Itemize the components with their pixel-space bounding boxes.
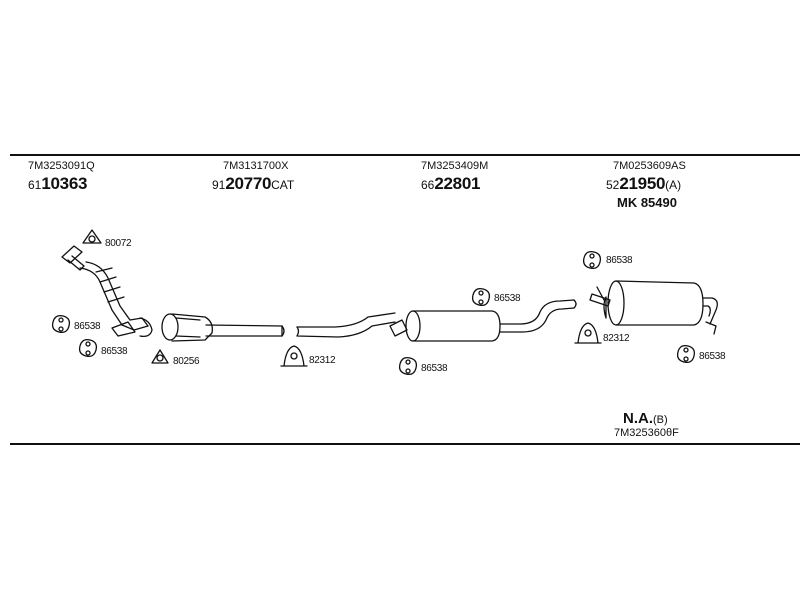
group-1-code: 6110363 bbox=[28, 175, 87, 194]
part-label-82312-b: 82312 bbox=[603, 333, 630, 344]
group-4-code-prefix: 52 bbox=[606, 178, 620, 192]
middle-silencer-front-icon bbox=[405, 310, 421, 342]
catalyst-outlet-pipe-icon bbox=[205, 324, 283, 337]
intermediate-pipe-icon bbox=[296, 321, 396, 338]
gasket-triangle-icon-2 bbox=[151, 349, 169, 364]
rubber-mount-icon-c bbox=[471, 287, 491, 307]
gasket-triangle-icon bbox=[82, 229, 102, 244]
mk-label: MK 85490 bbox=[617, 195, 677, 210]
clamp-arc-hole-icon-b bbox=[584, 329, 592, 337]
na-main: N.A. bbox=[623, 410, 653, 427]
rear-silencer-front-icon bbox=[607, 280, 625, 326]
flex-section-icon bbox=[95, 267, 125, 303]
top-divider bbox=[10, 154, 800, 156]
part-label-86538-a: 86538 bbox=[74, 321, 101, 332]
intermediate-pipe-upper-icon bbox=[296, 312, 396, 328]
part-label-86538-f: 86538 bbox=[699, 351, 726, 362]
clamp-arc-hole-icon-a bbox=[290, 352, 298, 360]
group-4-ref: 7M0253609AS bbox=[613, 160, 686, 172]
gasket-hole-icon bbox=[88, 235, 96, 243]
group-3-ref: 7M3253409M bbox=[421, 160, 489, 172]
rear-tail-end-icon bbox=[705, 321, 717, 335]
part-label-86538-c: 86538 bbox=[494, 293, 521, 304]
rear-tail-pipe-icon bbox=[702, 297, 718, 325]
rear-silencer-body-icon bbox=[615, 280, 704, 326]
part-label-86538-e: 86538 bbox=[606, 255, 633, 266]
rubber-mount-icon-a bbox=[51, 314, 71, 334]
group-2-code-prefix: 91 bbox=[212, 178, 226, 192]
tail-pipe-middle-icon bbox=[499, 299, 575, 325]
group-2-code: 9120770CAT bbox=[212, 175, 294, 194]
tail-pipe-middle-lower-icon bbox=[499, 307, 575, 333]
group-4-code-suffix: (A) bbox=[665, 178, 682, 192]
group-4-code: 5221950(A) bbox=[606, 175, 681, 194]
tail-pipe-middle-end-icon bbox=[573, 299, 577, 309]
part-label-80072: 80072 bbox=[105, 238, 132, 249]
group-2-code-suffix: CAT bbox=[271, 178, 295, 192]
bottom-divider bbox=[10, 443, 800, 445]
hanger-bracket-icon bbox=[111, 321, 136, 337]
catalyst-inlet-icon bbox=[161, 313, 179, 341]
group-4-code-main: 21950 bbox=[619, 174, 666, 193]
group-2-ref: 7M3131700X bbox=[223, 160, 289, 172]
na-ref: 7M325360θF bbox=[614, 427, 679, 439]
group-1-code-main: 10363 bbox=[41, 174, 88, 193]
part-label-86538-b: 86538 bbox=[101, 346, 128, 357]
rear-inlet-icon bbox=[603, 296, 607, 319]
rear-tail-pipe-inner-icon bbox=[702, 305, 711, 317]
group-1-ref: 7M3253091Q bbox=[28, 160, 95, 172]
group-3-code: 6622801 bbox=[421, 175, 480, 194]
clamp-arc-icon-b bbox=[574, 322, 602, 344]
clamp-arc-icon-a bbox=[280, 345, 308, 367]
group-3-code-main: 22801 bbox=[434, 174, 481, 193]
part-label-82312-a: 82312 bbox=[309, 355, 336, 366]
rubber-mount-icon-d bbox=[398, 356, 418, 376]
front-pipe-flange-icon bbox=[139, 317, 153, 338]
front-flange-icon bbox=[61, 245, 83, 264]
part-label-86538-d: 86538 bbox=[421, 363, 448, 374]
group-1-code-prefix: 61 bbox=[28, 178, 42, 192]
rubber-mount-icon-f bbox=[676, 344, 696, 364]
gasket-hole-icon-2 bbox=[156, 354, 164, 362]
rubber-mount-icon-e bbox=[582, 250, 602, 270]
front-pipe-end-icon bbox=[121, 324, 149, 331]
part-label-80256: 80256 bbox=[173, 356, 200, 367]
catalyst-shell-icon bbox=[175, 317, 201, 338]
rear-hanger-icon bbox=[589, 293, 611, 307]
mid-hanger-icon bbox=[389, 319, 408, 337]
front-pipe-outer-icon bbox=[85, 261, 131, 321]
na-label: N.A.(B) bbox=[623, 410, 668, 427]
rubber-mount-icon-b bbox=[78, 338, 98, 358]
na-suffix: (B) bbox=[653, 414, 668, 426]
group-3-code-prefix: 66 bbox=[421, 178, 435, 192]
catalyst-outlet-end-icon bbox=[281, 325, 285, 337]
middle-silencer-body-icon bbox=[412, 310, 501, 342]
group-2-code-main: 20770 bbox=[225, 174, 272, 193]
